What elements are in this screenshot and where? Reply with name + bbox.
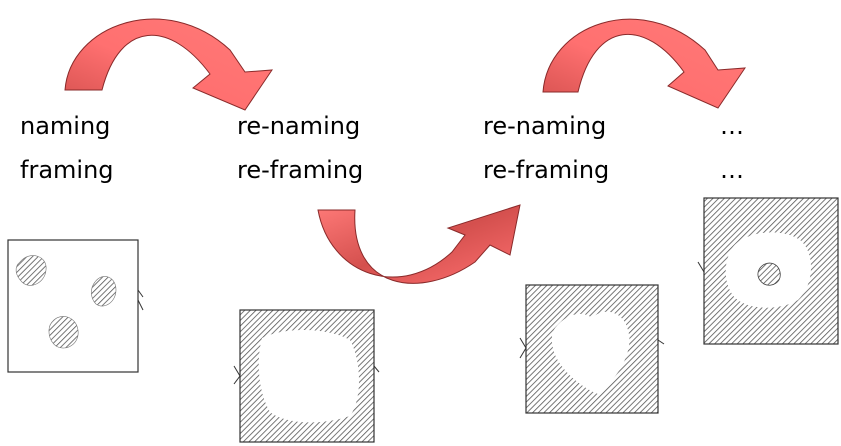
label-re-framing-1: re-framing (237, 156, 364, 184)
label-re-framing-2: re-framing (483, 156, 610, 184)
curved-arrow-1 (64, 18, 273, 111)
frame-sketch-4 (697, 197, 839, 345)
label-ellipsis-2: … (720, 156, 744, 184)
frame-sketch-1 (7, 239, 144, 373)
label-framing: framing (20, 156, 114, 184)
label-naming: naming (20, 112, 111, 140)
frame-sketch-2 (233, 309, 380, 443)
label-re-naming-2: re-naming (483, 112, 607, 140)
curved-arrow-3 (542, 18, 746, 109)
label-ellipsis-1: … (720, 112, 744, 140)
label-re-naming-1: re-naming (237, 112, 361, 140)
frame-sketch-3 (519, 284, 665, 414)
curved-arrow-2 (317, 204, 521, 284)
